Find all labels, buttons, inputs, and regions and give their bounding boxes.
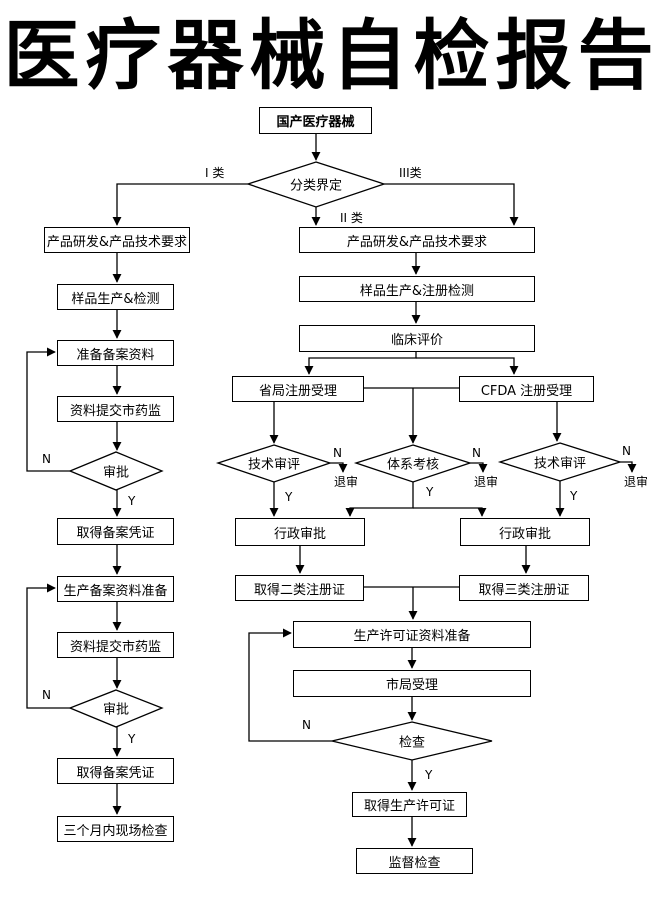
prov-accept-box: 省局注册受理 (232, 376, 364, 402)
c1-prep-box: 准备备案资料 (57, 340, 174, 366)
clinical-box: 临床评价 (299, 325, 535, 352)
reject-label: 退审 (334, 475, 359, 489)
c23-sample-box: 样品生产&注册检测 (299, 276, 535, 302)
class3-label: III类 (399, 166, 422, 180)
class2-label: II 类 (340, 211, 363, 225)
c23-rd-box: 产品研发&产品技术要求 (299, 227, 535, 253)
no-label: N (42, 452, 51, 466)
c1-review-label: 审批 (102, 465, 130, 481)
c1-submit-box: 资料提交市药监 (57, 396, 174, 422)
no-label: N (302, 718, 311, 732)
c1-prod-submit-box: 资料提交市药监 (57, 632, 174, 658)
class1-label: I 类 (205, 166, 225, 180)
license-prep-box: 生产许可证资料准备 (293, 621, 531, 648)
c1-prod-review-label: 审批 (102, 702, 130, 718)
tech-review-r-label: 技术审评 (533, 456, 587, 472)
classify-label: 分类界定 (289, 178, 343, 194)
reject-label: 退审 (474, 475, 499, 489)
supervise-box: 监督检查 (356, 848, 473, 874)
c1-review-diamond (68, 451, 164, 491)
cfda-accept-box: CFDA 注册受理 (459, 376, 594, 402)
page-title: 医疗器械自检报告 (3, 11, 660, 100)
no-label: N (622, 444, 631, 458)
admin-r-box: 行政审批 (460, 518, 590, 546)
inspect-label: 检查 (398, 735, 426, 751)
yes-label: Y (128, 494, 136, 508)
cert2-box: 取得二类注册证 (235, 575, 364, 601)
reject-label: 退审 (624, 475, 649, 489)
system-check-label: 体系考核 (386, 457, 440, 473)
cert3-box: 取得三类注册证 (459, 575, 589, 601)
c1-prod-review-diamond (68, 689, 164, 728)
city-accept-box: 市局受理 (293, 670, 531, 697)
yes-label: Y (128, 732, 136, 746)
license-get-box: 取得生产许可证 (352, 792, 467, 817)
no-label: N (333, 446, 342, 460)
no-label: N (42, 688, 51, 702)
c1-inspect-box: 三个月内现场检查 (57, 816, 174, 842)
no-label: N (472, 446, 481, 460)
yes-label: Y (426, 485, 434, 499)
yes-label: Y (285, 490, 293, 504)
start-box: 国产医疗器械 (259, 107, 372, 134)
c1-prod-cert-box: 取得备案凭证 (57, 758, 174, 784)
tech-review-l-label: 技术审评 (247, 457, 301, 473)
c1-rd-box: 产品研发&产品技术要求 (44, 227, 190, 253)
c1-prod-prep-box: 生产备案资料准备 (57, 576, 174, 602)
c1-sample-box: 样品生产&检测 (57, 284, 174, 310)
yes-label: Y (570, 489, 578, 503)
yes-label: Y (425, 768, 433, 782)
admin-l-box: 行政审批 (235, 518, 365, 546)
c1-cert-box: 取得备案凭证 (57, 518, 174, 545)
